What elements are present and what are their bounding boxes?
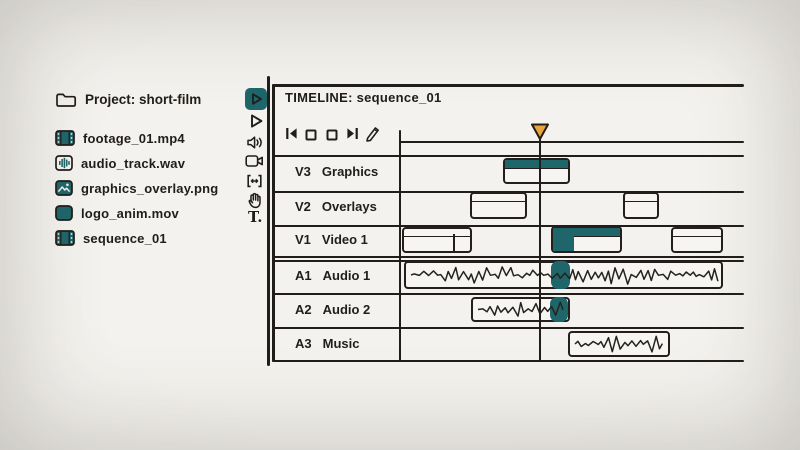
play-outline-tool-button[interactable] — [248, 113, 264, 129]
hand-icon — [248, 192, 261, 209]
track-id: A2 — [295, 302, 312, 317]
clip-v3-0[interactable] — [503, 158, 570, 184]
speaker-icon — [247, 136, 262, 149]
transport-pencil-button[interactable] — [365, 125, 381, 147]
frame-stop-icon — [326, 129, 338, 141]
clip-v2-1[interactable] — [470, 192, 527, 219]
audio-waveform — [477, 301, 564, 317]
play-outline-icon — [251, 114, 263, 128]
play-tool-button[interactable] — [245, 88, 267, 110]
panel-divider — [267, 76, 270, 366]
audio-waveform — [574, 335, 664, 353]
selection-band — [551, 261, 570, 289]
bin-item-graphics[interactable]: graphics_overlay.png — [55, 178, 218, 198]
trim-tool-button[interactable] — [246, 173, 263, 189]
transport-skip-end-button[interactable] — [346, 127, 359, 145]
stop-icon — [305, 129, 317, 141]
track-name: Overlays — [321, 199, 377, 214]
transport-skip-start-button[interactable] — [285, 127, 298, 145]
clip-header — [472, 194, 525, 202]
project-title: Project: short-film — [85, 91, 202, 107]
clip-teal-header — [505, 160, 568, 169]
bin-item-label: sequence_01 — [83, 230, 167, 246]
row-line — [272, 155, 744, 157]
row-line — [272, 293, 744, 295]
camera-icon — [245, 155, 263, 167]
skip-to-end-icon — [347, 128, 358, 139]
project-title-row: Project: short-film — [55, 89, 201, 109]
timeline-left-border — [272, 84, 275, 362]
track-name: Video 1 — [321, 232, 368, 247]
track-id: A1 — [295, 268, 312, 283]
clip-selected-segment — [553, 228, 574, 251]
row-line — [272, 327, 744, 329]
camera-tool-button[interactable] — [245, 154, 264, 168]
track-name: Audio 1 — [322, 268, 371, 283]
active-tool-highlight — [245, 88, 267, 110]
skip-to-start-icon — [286, 128, 297, 139]
film-strip-icon — [55, 130, 75, 146]
bin-item-label: audio_track.wav — [81, 155, 186, 171]
timeline-title: TIMELINE: sequence_01 — [285, 90, 442, 105]
bin-item-label: footage_01.mp4 — [83, 130, 185, 146]
clip-a2-7[interactable] — [471, 297, 570, 322]
track-header-v1[interactable]: V1 Video 1 — [295, 232, 368, 247]
bin-item-audio[interactable]: audio_track.wav — [55, 153, 185, 173]
clip-v1-5[interactable] — [671, 227, 723, 253]
audio-waveform — [410, 266, 719, 285]
bin-item-footage[interactable]: footage_01.mp4 — [55, 128, 185, 148]
selection-band — [550, 297, 568, 322]
image-icon — [55, 180, 73, 196]
timeline-bottom-border — [272, 360, 744, 362]
track-id: V3 — [295, 164, 311, 179]
solid-square-icon — [55, 205, 73, 221]
label-column-divider — [399, 130, 401, 361]
audio-waveform-icon — [55, 155, 73, 171]
bin-item-label: graphics_overlay.png — [81, 180, 219, 196]
track-id: V2 — [295, 199, 311, 214]
playhead-marker[interactable] — [529, 122, 551, 142]
clip-segment-divider — [453, 234, 455, 251]
hand-tool-button[interactable] — [246, 191, 263, 209]
text-tool-label: T. — [248, 208, 263, 226]
playhead-line[interactable] — [539, 130, 542, 361]
play-icon — [252, 93, 262, 105]
speaker-tool-button[interactable] — [246, 135, 263, 150]
clip-v1-3[interactable] — [402, 227, 472, 253]
clip-a1-6[interactable] — [404, 261, 723, 289]
clip-teal-header — [553, 228, 620, 237]
track-header-a2[interactable]: A2 Audio 2 — [295, 302, 370, 317]
track-id: V1 — [295, 232, 311, 247]
track-name: Music — [322, 336, 360, 351]
clip-v2-2[interactable] — [623, 192, 659, 219]
clip-header — [673, 229, 721, 237]
trim-brackets-icon — [247, 174, 262, 188]
clip-v1-4[interactable] — [551, 226, 622, 253]
track-id: A3 — [295, 336, 312, 351]
folder-icon — [56, 93, 77, 107]
bin-item-sequence[interactable]: sequence_01 — [55, 228, 167, 248]
text-tool-button[interactable]: T. — [248, 208, 262, 226]
ruler-line — [400, 141, 744, 143]
transport-stop-button[interactable] — [305, 128, 317, 146]
timeline-top-border — [272, 84, 744, 87]
bin-item-logo[interactable]: logo_anim.mov — [55, 203, 179, 223]
row-line-video-audio-1 — [272, 256, 744, 258]
clip-header — [404, 229, 470, 237]
track-header-v2[interactable]: V2 Overlays — [295, 199, 377, 214]
track-header-a3[interactable]: A3 Music — [295, 336, 359, 351]
bin-item-label: logo_anim.mov — [81, 205, 179, 221]
pencil-edit-icon — [366, 127, 379, 142]
row-line — [272, 225, 744, 227]
track-name: Audio 2 — [322, 302, 371, 317]
track-header-v3[interactable]: V3 Graphics — [295, 164, 378, 179]
film-strip-icon — [55, 230, 75, 246]
track-name: Graphics — [321, 164, 379, 179]
clip-a3-8[interactable] — [568, 331, 670, 357]
transport-frame-stop-button[interactable] — [326, 128, 338, 146]
track-header-a1[interactable]: A1 Audio 1 — [295, 268, 370, 283]
clip-header — [625, 194, 657, 202]
